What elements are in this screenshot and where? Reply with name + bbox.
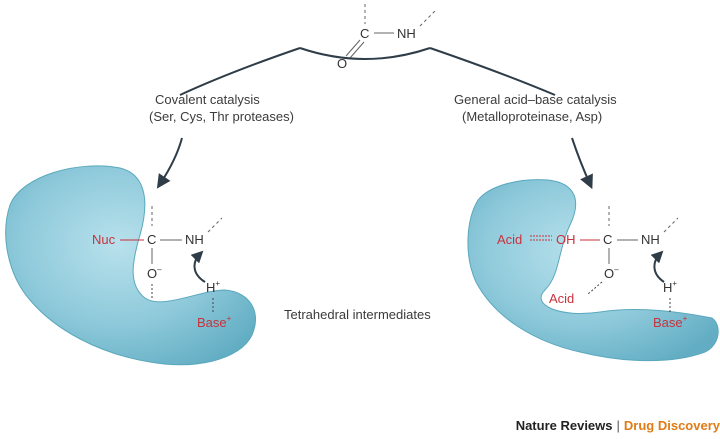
covalent-catalysis-title: Covalent catalysis xyxy=(155,92,260,107)
journal-name: Nature Reviews xyxy=(515,418,613,433)
journal-section: Drug Discovery xyxy=(623,418,720,433)
right-enzyme-shape xyxy=(467,179,719,362)
left-amine: NH xyxy=(185,232,204,247)
left-carbon: C xyxy=(147,232,156,247)
top-molecule: C O NH xyxy=(337,4,437,71)
left-proton-transfer-arrow xyxy=(190,250,206,283)
right-proton-transfer-arrow xyxy=(650,250,665,283)
credit-separator: | xyxy=(616,418,620,433)
right-intermediate: Acid OH C NH O– Acid H+ Base+ xyxy=(497,206,688,330)
left-base: Base+ xyxy=(197,314,232,330)
right-pathway-arrow xyxy=(571,137,593,190)
left-nuc: Nuc xyxy=(92,232,116,247)
left-enzyme-shape xyxy=(5,165,257,366)
acid-base-catalysis-subtitle: (Metalloproteinase, Asp) xyxy=(462,109,602,124)
left-proton: H+ xyxy=(206,279,220,295)
right-acid-left: Acid xyxy=(497,232,522,247)
left-pathway-arrow xyxy=(156,137,183,189)
right-proton: H+ xyxy=(663,279,677,295)
top-oxygen: O xyxy=(337,56,347,71)
right-acid-bottom: Acid xyxy=(549,291,574,306)
journal-credit: Nature Reviews|Drug Discovery xyxy=(516,418,720,433)
right-carbon: C xyxy=(603,232,612,247)
left-intermediate: Nuc C NH O– H+ Base+ xyxy=(92,206,232,330)
acid-base-catalysis-title: General acid–base catalysis xyxy=(454,92,617,107)
right-base: Base+ xyxy=(653,314,688,330)
left-oxyanion: O– xyxy=(147,265,162,281)
tetrahedral-intermediates-caption: Tetrahedral intermediates xyxy=(284,307,431,322)
covalent-catalysis-subtitle: (Ser, Cys, Thr proteases) xyxy=(149,109,294,124)
top-carbon: C xyxy=(360,26,369,41)
pathway-arc xyxy=(299,47,431,60)
top-amine: NH xyxy=(397,26,416,41)
right-oxyanion: O– xyxy=(604,265,619,281)
right-amine: NH xyxy=(641,232,660,247)
right-hydroxyl: OH xyxy=(556,232,576,247)
